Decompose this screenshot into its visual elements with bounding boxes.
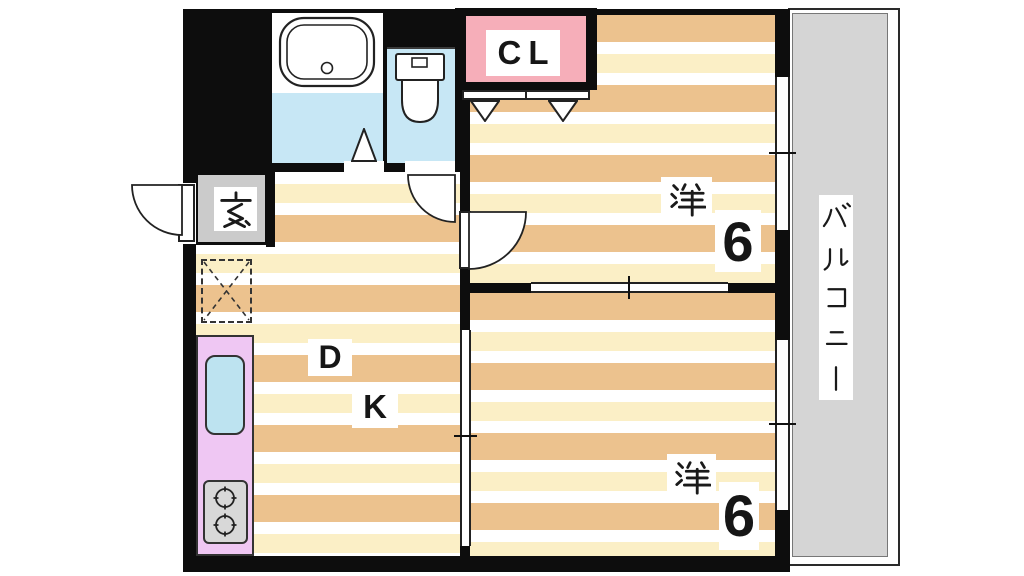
kitchen-sink	[205, 355, 245, 435]
window-lower	[775, 340, 790, 510]
closet-door-track	[462, 90, 590, 100]
toilet-icon	[395, 53, 445, 124]
kana-chouon-icon	[834, 365, 838, 391]
partition-tick	[454, 435, 477, 437]
toilet-door-gap	[405, 161, 455, 174]
refrigerator-x-icon	[203, 261, 250, 321]
toilet-room	[387, 47, 455, 163]
western-room-lower-size: 6	[719, 482, 759, 550]
closet-door-triangle-icon	[470, 100, 500, 122]
toilet-door-icon	[407, 174, 456, 223]
window-tick	[769, 152, 796, 154]
kana-ni-icon	[825, 331, 848, 346]
kana-ru-icon	[823, 247, 849, 271]
bath-door-gap	[344, 161, 384, 173]
western-room-upper-label	[661, 177, 712, 219]
balcony-label	[819, 195, 853, 400]
bath-door-triangle-icon	[351, 128, 377, 162]
kanji-you-icon	[674, 460, 711, 495]
dk-label-d: D	[308, 339, 352, 376]
kana-ko-icon	[827, 288, 847, 308]
kana-ba-icon	[822, 202, 851, 228]
entrance-label	[214, 187, 257, 231]
room-door-icon	[468, 211, 527, 270]
partition-tick	[628, 276, 630, 299]
sliding-partition-dk	[460, 330, 471, 546]
bathroom	[272, 13, 383, 163]
stove	[203, 480, 248, 544]
entrance-door-icon	[131, 184, 183, 236]
kanji-you-icon	[669, 183, 706, 217]
western-room-upper-size: 6	[715, 210, 761, 273]
kanji-gen-icon	[219, 191, 252, 228]
bathtub-icon	[278, 16, 376, 88]
dk-label-k: K	[352, 385, 398, 428]
closet-label: CL	[486, 30, 560, 76]
window-tick	[769, 423, 796, 425]
entrance-side-wall	[266, 169, 275, 247]
western-room-lower-label	[667, 454, 716, 497]
stove-burners-icon	[213, 486, 237, 537]
refrigerator-space	[201, 259, 252, 323]
closet-door-triangle-icon	[548, 100, 578, 122]
